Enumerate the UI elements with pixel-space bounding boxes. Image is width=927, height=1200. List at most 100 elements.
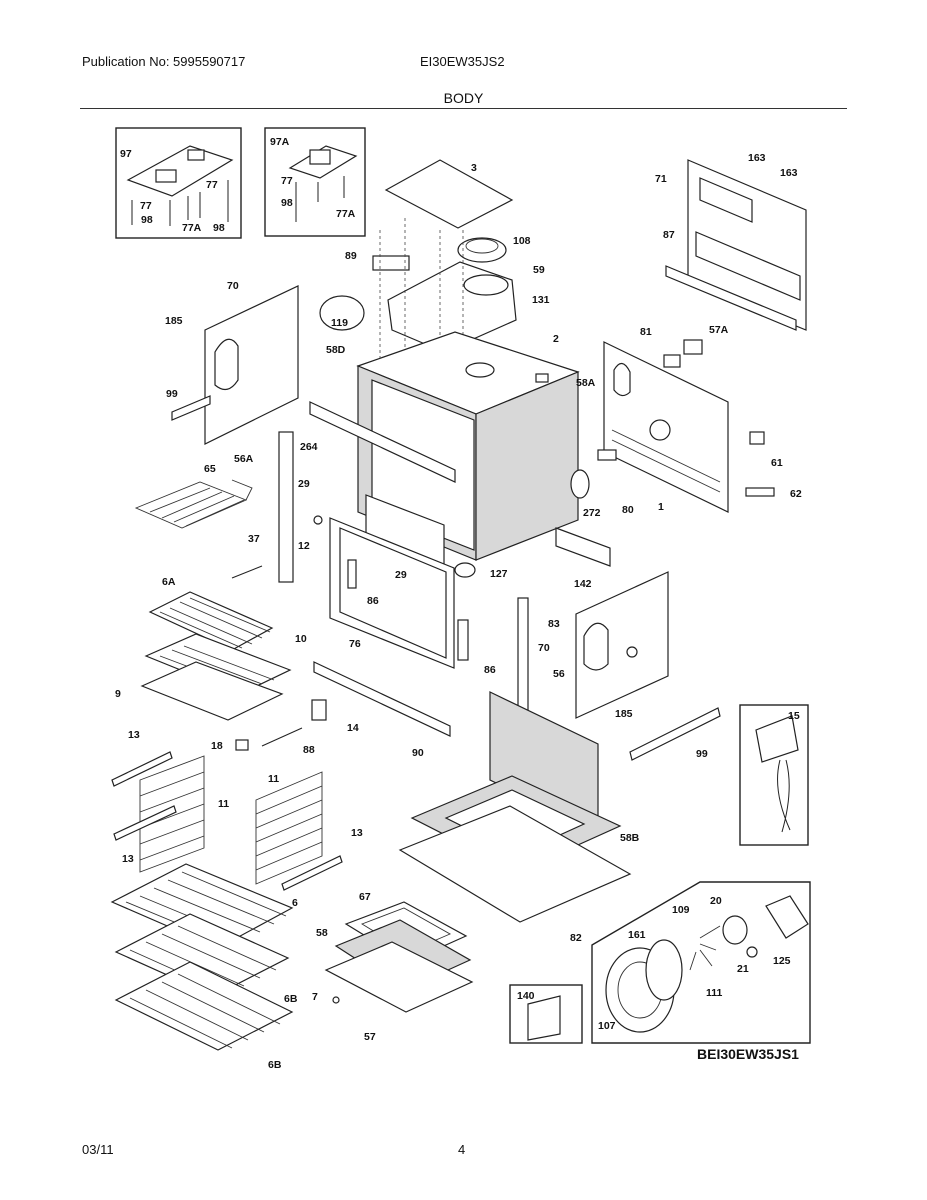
callout-12: 12 xyxy=(298,540,310,552)
callout-99: 99 xyxy=(696,748,708,760)
part-18-clip xyxy=(235,739,249,751)
part-81-bracket xyxy=(663,354,681,368)
part-119-thermostat xyxy=(319,295,365,331)
inset-box-convection-fan xyxy=(591,881,811,1044)
callout-1: 1 xyxy=(658,501,664,513)
part-37-rod xyxy=(231,565,263,579)
part-12-screw xyxy=(313,515,323,525)
part-57-cover xyxy=(324,941,474,1013)
callout-58b: 58B xyxy=(620,832,640,844)
callout-99: 99 xyxy=(166,388,178,400)
part-88-rod xyxy=(261,727,303,747)
callout-77: 77 xyxy=(140,200,152,212)
callout-6b: 6B xyxy=(268,1059,282,1071)
callout-77a: 77A xyxy=(182,222,202,234)
callout-58: 58 xyxy=(316,927,328,939)
callout-57: 57 xyxy=(364,1031,376,1043)
part-1-right-panel xyxy=(603,341,729,513)
callout-107: 107 xyxy=(598,1020,616,1032)
callout-11: 11 xyxy=(268,773,279,785)
callout-272: 272 xyxy=(583,507,601,519)
header-rule xyxy=(80,108,847,109)
part-14-bracket xyxy=(311,699,327,721)
callout-127: 127 xyxy=(490,568,508,580)
callout-6: 6 xyxy=(292,897,298,909)
callout-71: 71 xyxy=(655,173,667,185)
callout-80: 80 xyxy=(622,504,634,516)
callout-98: 98 xyxy=(141,214,153,226)
inset-box-15 xyxy=(739,704,809,846)
page-number: 4 xyxy=(458,1142,466,1157)
part-264-trim xyxy=(309,401,456,483)
part-80-clip xyxy=(597,449,617,461)
part-108-fan xyxy=(457,237,507,263)
part-89-bracket xyxy=(372,255,410,271)
inset-box-97 xyxy=(115,127,242,239)
callout-83: 83 xyxy=(548,618,560,630)
callout-13: 13 xyxy=(128,729,140,741)
callout-58d: 58D xyxy=(326,344,346,356)
callout-87: 87 xyxy=(663,229,675,241)
callout-37: 37 xyxy=(248,533,260,545)
part-57a-bracket xyxy=(683,339,703,355)
part-272-grommet xyxy=(570,469,590,499)
callout-97a: 97A xyxy=(270,136,290,148)
callout-59: 59 xyxy=(533,264,545,276)
callout-58a: 58A xyxy=(576,377,596,389)
part-65-broil-element xyxy=(134,479,253,529)
callout-2: 2 xyxy=(553,333,559,345)
part-9-broil-pan xyxy=(140,661,284,721)
callout-108: 108 xyxy=(513,235,531,247)
part-142-panel xyxy=(555,527,611,567)
callout-11: 11 xyxy=(218,798,229,810)
callout-29: 29 xyxy=(298,478,310,490)
callout-70: 70 xyxy=(538,642,550,654)
callout-labels: 97 77 77 98 98 77A 97A 77 98 77A 3 108 8… xyxy=(115,136,802,1071)
callout-77a: 77A xyxy=(336,208,356,220)
part-70-left-side-panel xyxy=(171,285,299,445)
callout-98: 98 xyxy=(281,197,293,209)
callout-88: 88 xyxy=(303,744,315,756)
callout-161: 161 xyxy=(628,929,646,941)
callout-119: 119 xyxy=(331,317,348,329)
callout-67: 67 xyxy=(359,891,371,903)
callout-29: 29 xyxy=(395,569,407,581)
part-99-right-bracket xyxy=(629,707,721,761)
part-82-base xyxy=(398,805,632,923)
callout-76: 76 xyxy=(349,638,361,650)
model-number: EI30EW35JS2 xyxy=(420,54,505,69)
callout-264: 264 xyxy=(300,441,318,453)
part-11-rack-support-right xyxy=(255,771,343,891)
inset-box-140 xyxy=(509,984,583,1044)
callout-131: 131 xyxy=(532,294,550,306)
callout-77: 77 xyxy=(281,175,293,187)
callout-14: 14 xyxy=(347,722,359,734)
diagram-reference-code: BEI30EW35JS1 xyxy=(697,1046,799,1062)
callout-81: 81 xyxy=(640,326,652,338)
callout-185: 185 xyxy=(165,315,183,327)
part-76-door-frame xyxy=(329,517,469,669)
callout-142: 142 xyxy=(574,578,592,590)
callout-56: 56 xyxy=(553,668,565,680)
callout-111: 111 xyxy=(706,987,723,999)
callout-82: 82 xyxy=(570,932,582,944)
part-61-clip xyxy=(749,431,765,445)
callout-9: 9 xyxy=(115,688,121,700)
part-90-trim xyxy=(313,661,451,737)
callout-62: 62 xyxy=(790,488,802,500)
callout-90: 90 xyxy=(412,747,424,759)
callout-20: 20 xyxy=(710,895,722,907)
callout-6b: 6B xyxy=(284,993,298,1005)
callout-61: 61 xyxy=(771,457,783,469)
callout-10: 10 xyxy=(295,633,307,645)
callout-97: 97 xyxy=(120,148,132,160)
callout-13: 13 xyxy=(122,853,134,865)
callout-163: 163 xyxy=(780,167,798,179)
part-71-back-panel xyxy=(665,159,807,331)
section-title: BODY xyxy=(443,90,484,106)
footer-date: 03/11 xyxy=(82,1142,114,1157)
callout-57a: 57A xyxy=(709,324,729,336)
callout-185: 185 xyxy=(615,708,633,720)
callout-163: 163 xyxy=(748,152,766,164)
